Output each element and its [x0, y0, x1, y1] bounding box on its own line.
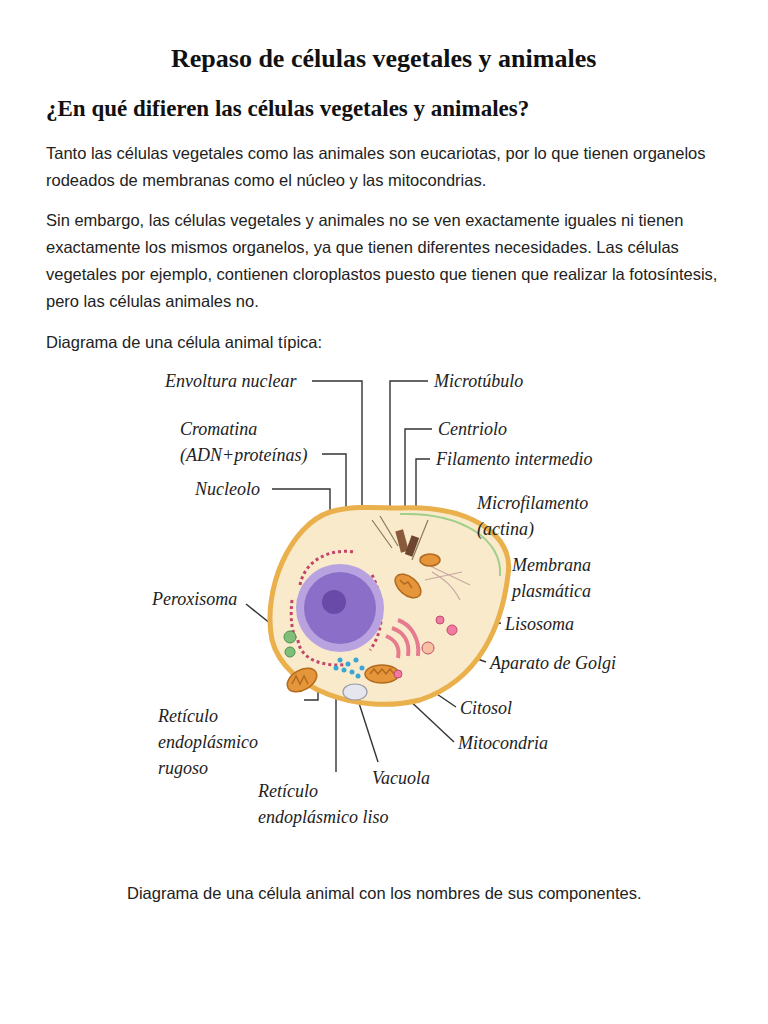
part-label: Microtúbulo — [434, 368, 523, 394]
nucleus-part — [296, 564, 384, 652]
peroxisomes — [284, 631, 296, 657]
part-label: Aparato de Golgi — [490, 650, 650, 676]
smooth-er-part — [360, 666, 365, 671]
nucleus-part — [322, 590, 346, 614]
golgi-apparatus-part — [386, 636, 399, 658]
peroxisomes-part — [284, 631, 296, 643]
part-label: Filamento intermedio — [436, 446, 636, 472]
cytoskeleton-part — [425, 565, 470, 600]
smooth-er-part — [338, 658, 343, 663]
smooth-er-part — [350, 670, 355, 675]
smooth-er-part — [334, 666, 339, 671]
lysosomes-part — [436, 616, 444, 624]
lysosomes — [394, 616, 457, 678]
mitochondria-part — [391, 569, 426, 602]
paragraph: Sin embargo, las células vegetales y ani… — [46, 207, 736, 315]
section-heading: ¿En qué difieren las células vegetales y… — [46, 96, 529, 122]
part-label: Retículo endoplásmico liso — [258, 778, 393, 830]
part-label: Lisosoma — [505, 611, 574, 637]
cell-body-part — [270, 507, 509, 704]
part-label: Peroxisoma — [152, 586, 237, 612]
lysosomes-part — [422, 642, 434, 654]
mitochondria-part — [420, 554, 440, 566]
peroxisomes-part — [285, 647, 295, 657]
smooth-er-part — [346, 662, 351, 667]
part-label: Vacuola — [372, 765, 430, 791]
paragraph: Tanto las células vegetales como las ani… — [46, 140, 736, 194]
part-label: Microfilamento (actina) — [477, 490, 617, 542]
nucleus-part — [304, 572, 376, 644]
part-label: Retículo endoplásmico rugoso — [158, 703, 308, 781]
paragraph: Diagrama de una célula animal típica: — [46, 329, 736, 356]
smooth-er — [334, 658, 365, 679]
part-label: Centriolo — [438, 416, 507, 442]
mitochondria — [283, 554, 440, 697]
leader-lines-part — [390, 381, 428, 522]
cytoskeleton — [372, 516, 470, 600]
part-label: Cromatina (ADN+proteínas) — [180, 416, 340, 468]
part-label: Membrana plasmática — [512, 552, 622, 604]
centriole-part — [405, 535, 419, 557]
smooth-er-part — [354, 658, 359, 663]
lysosomes-part — [394, 670, 402, 678]
part-label: Nucleolo — [195, 476, 260, 502]
nucleus — [296, 564, 384, 652]
page-title: Repaso de células vegetales y animales — [171, 44, 596, 74]
cytoskeleton-part — [372, 516, 428, 560]
leader-lines-part — [358, 700, 378, 762]
centriole — [395, 529, 419, 556]
lysosomes-part — [447, 625, 457, 635]
cell-body — [270, 507, 509, 704]
vacuole — [343, 684, 367, 700]
golgi-apparatus — [386, 620, 418, 658]
part-label: Citosol — [460, 695, 512, 721]
vacuole-part — [343, 684, 367, 700]
part-label: Envoltura nuclear — [165, 368, 296, 394]
part-label: Mitocondria — [458, 730, 548, 756]
figure-caption: Diagrama de una célula animal con los no… — [127, 884, 642, 903]
mitochondria-part — [292, 580, 412, 684]
smooth-er-part — [342, 668, 347, 673]
smooth-er-part — [356, 674, 361, 679]
